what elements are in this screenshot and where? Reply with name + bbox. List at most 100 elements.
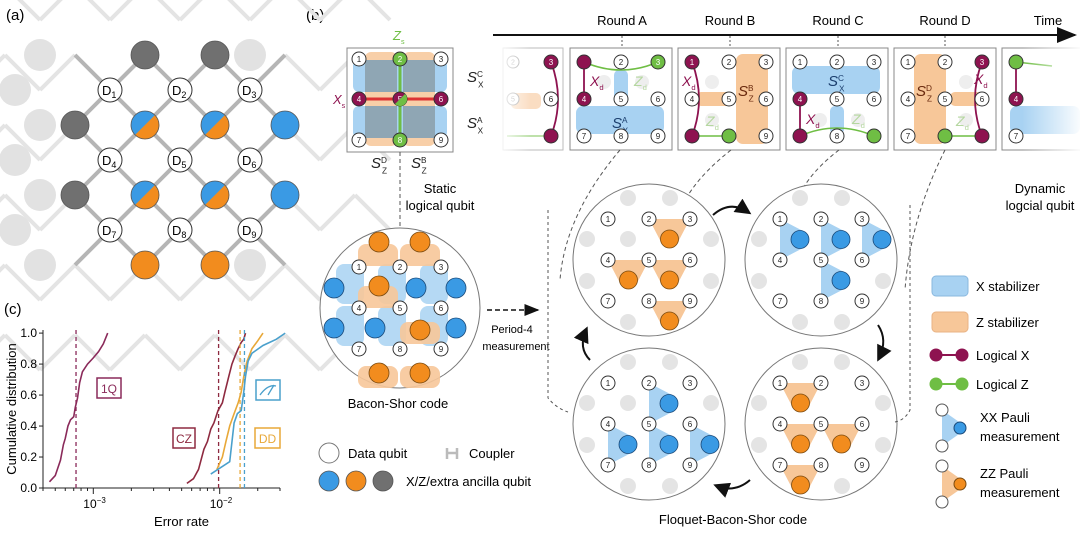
qubit-circle bbox=[758, 54, 774, 70]
qubit-9: 9 bbox=[758, 128, 774, 144]
floquet-qubit-1: 1 bbox=[772, 211, 788, 227]
floquet-qubit-8: 8 bbox=[641, 293, 657, 309]
inactive-qubit bbox=[813, 113, 827, 127]
qubit-circle bbox=[543, 128, 559, 144]
bacon-qubit-1: 1 bbox=[351, 259, 367, 275]
qubit-circle bbox=[682, 211, 698, 227]
coupler bbox=[17, 0, 42, 22]
qubit-circle bbox=[433, 91, 449, 107]
cycle-arrow-3 bbox=[713, 479, 751, 498]
series-1q bbox=[48, 332, 109, 483]
coupler bbox=[157, 0, 182, 22]
z-half bbox=[135, 115, 160, 140]
floquet-qubit-4: 4 bbox=[600, 252, 616, 268]
annotation-1q-text: 1Q bbox=[101, 382, 117, 396]
logical-x-dot bbox=[955, 348, 969, 362]
inactive-qubit bbox=[662, 478, 678, 494]
legend-zz-2: measurement bbox=[980, 485, 1060, 500]
coupler bbox=[38, 333, 77, 372]
mixed-ancilla-qubit bbox=[200, 110, 230, 140]
z-ancilla-qubit bbox=[130, 250, 160, 280]
floquet-qubit-2: 2 bbox=[641, 375, 657, 391]
floquet-qubit-3: 3 bbox=[854, 211, 870, 227]
qubit-circle bbox=[721, 128, 737, 144]
qubit-circle bbox=[392, 341, 408, 357]
qubit-circle bbox=[392, 51, 408, 67]
legend-data-qubit: Data qubit bbox=[348, 446, 408, 461]
xx-ancilla bbox=[953, 421, 967, 435]
z-ancilla-qubit bbox=[660, 270, 679, 290]
x-ancilla-qubit bbox=[445, 277, 467, 299]
coupler bbox=[353, 193, 392, 232]
qubit-label: 4 bbox=[357, 95, 362, 104]
qubit-7 bbox=[792, 128, 808, 144]
overlap bbox=[365, 106, 397, 138]
z-ancilla-qubit bbox=[409, 231, 431, 253]
qubit-7: 7 bbox=[900, 128, 916, 144]
qubit-1: 1 bbox=[792, 54, 808, 70]
qubit-circle bbox=[721, 91, 737, 107]
z-half bbox=[205, 115, 230, 140]
data-qubit-d5: D5 bbox=[167, 147, 193, 173]
qubit-label: 4 bbox=[606, 420, 611, 429]
mixed-qubit-5 bbox=[395, 94, 408, 107]
z-ancilla-swatch bbox=[345, 470, 367, 492]
qubit-label: D3 bbox=[242, 83, 256, 100]
qubit-circle bbox=[682, 457, 698, 473]
floquet-qubit-3: 3 bbox=[854, 375, 870, 391]
qubit-2: 2 bbox=[721, 54, 737, 70]
qubit-label: 7 bbox=[357, 345, 362, 354]
qubit-circle bbox=[682, 293, 698, 309]
z-ancilla-qubit bbox=[368, 231, 390, 253]
coupler bbox=[38, 53, 77, 92]
qubit-circle bbox=[829, 128, 845, 144]
qubit-1 bbox=[576, 54, 592, 70]
legend-coupler: Coupler bbox=[469, 446, 515, 461]
prev-qubit-9 bbox=[543, 128, 559, 144]
x-ancilla-qubit bbox=[831, 230, 851, 249]
qubit-circle bbox=[772, 457, 788, 473]
qubit-9: 9 bbox=[650, 128, 666, 144]
qubit-label: 6 bbox=[656, 95, 661, 104]
floquet-qubit-9: 9 bbox=[682, 293, 698, 309]
x-ancilla-qubit bbox=[323, 317, 345, 339]
qubit-4: 4 bbox=[684, 91, 700, 107]
qubit-circle bbox=[792, 54, 808, 70]
qubit-circle bbox=[600, 252, 616, 268]
qubit-circle bbox=[937, 54, 953, 70]
inactive-qubit bbox=[620, 354, 636, 370]
qubit-label: 4 bbox=[778, 256, 783, 265]
qubit-circle bbox=[900, 128, 916, 144]
qubit-label: 6 bbox=[549, 95, 554, 104]
coupler bbox=[283, 333, 322, 372]
data-qubit-d1: D1 bbox=[97, 77, 123, 103]
qubit-label: 7 bbox=[357, 136, 362, 145]
y-tick-label: 0.0 bbox=[20, 481, 37, 495]
qubit-2: 2 bbox=[829, 54, 845, 70]
coupler bbox=[3, 193, 42, 232]
qubit-circle bbox=[813, 252, 829, 268]
qubit-label: 4 bbox=[606, 256, 611, 265]
qubit-circle bbox=[576, 54, 592, 70]
floquet-qubit-6: 6 bbox=[854, 252, 870, 268]
round-label-c: Round C bbox=[812, 13, 863, 28]
zd-label: Zd bbox=[851, 111, 865, 130]
bacon-qubit-6: 6 bbox=[433, 300, 449, 316]
qubit-circle bbox=[758, 91, 774, 107]
next-qubit-7: 7 bbox=[1008, 128, 1024, 144]
qubit-circle bbox=[351, 51, 367, 67]
z-half bbox=[135, 185, 160, 210]
qubit-label: 1 bbox=[357, 55, 362, 64]
inactive-qubit bbox=[0, 144, 31, 176]
qubit-label: 6 bbox=[980, 95, 985, 104]
qubit-label: 4 bbox=[357, 304, 362, 313]
xd-label: Xd bbox=[973, 71, 988, 90]
qubit-circle bbox=[543, 54, 559, 70]
qubit-label: 7 bbox=[582, 132, 587, 141]
x-stabilizer bbox=[336, 306, 364, 346]
qubit-circle bbox=[772, 211, 788, 227]
qubit-3: 3 bbox=[650, 54, 666, 70]
